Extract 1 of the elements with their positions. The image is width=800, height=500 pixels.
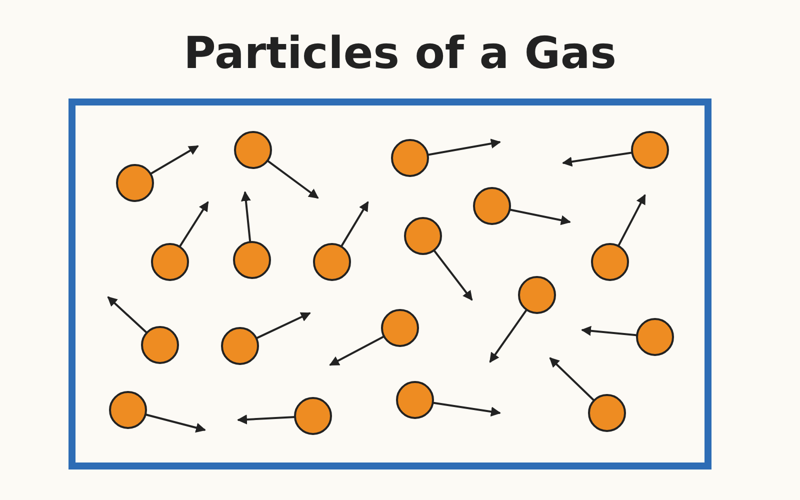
- title: Particles of a Gas: [184, 28, 616, 79]
